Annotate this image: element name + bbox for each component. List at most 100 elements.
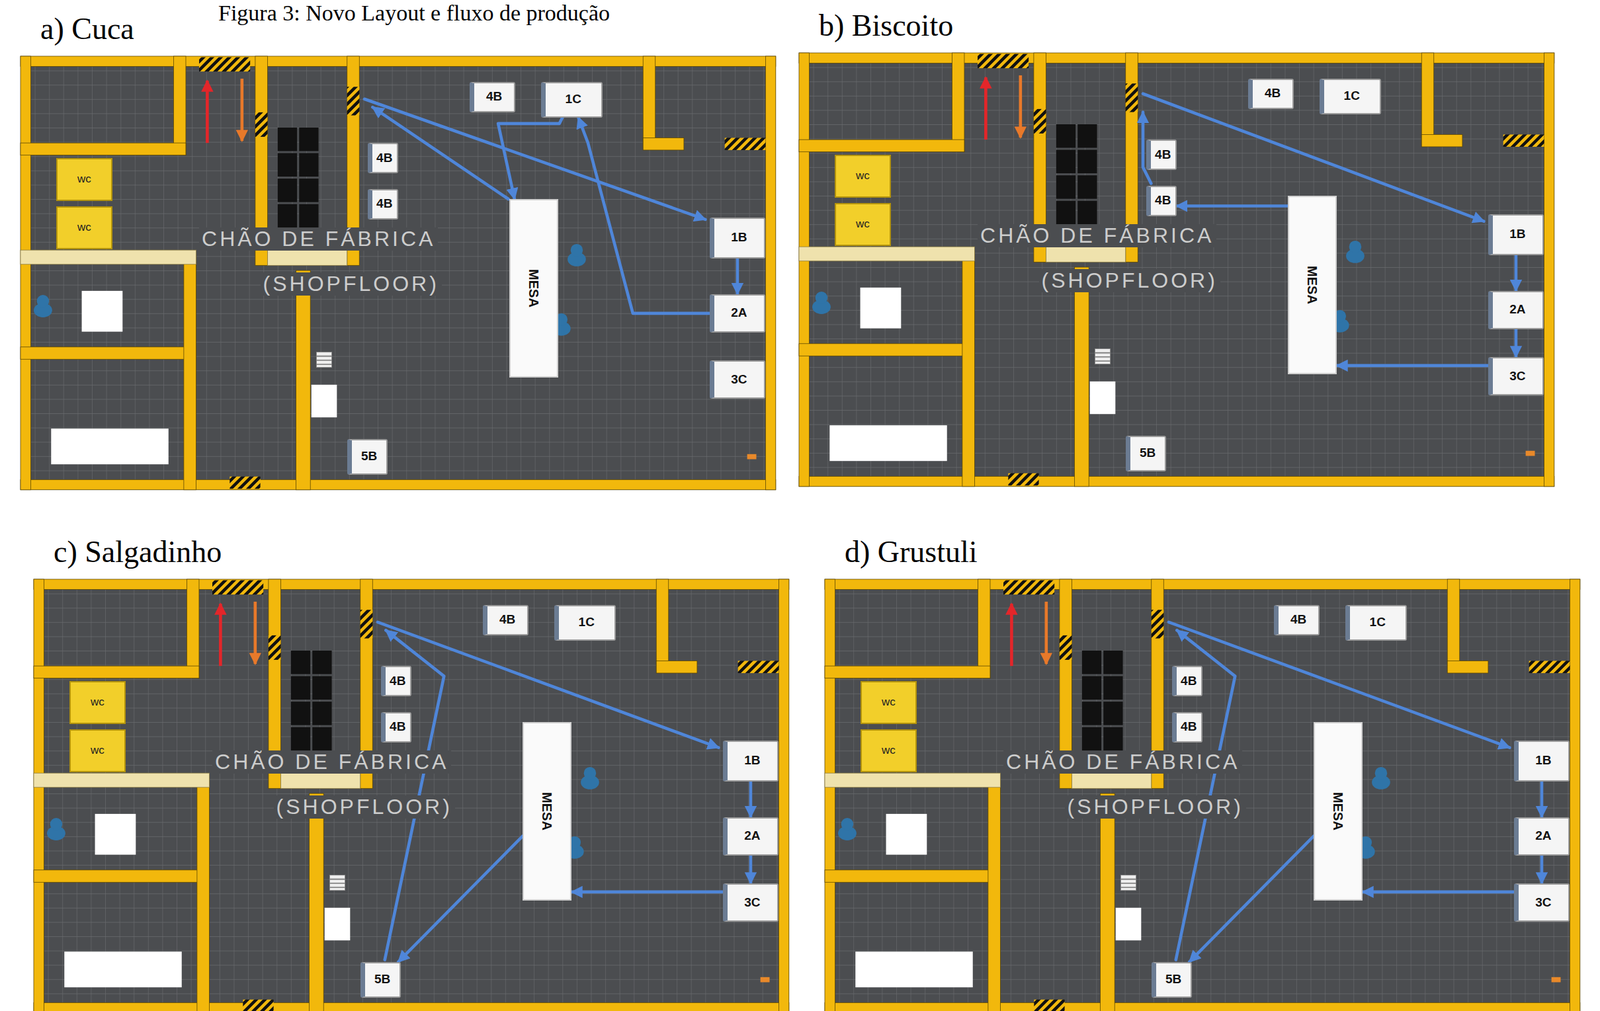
node-label: 4B (1264, 86, 1281, 101)
node-label: 1B (1535, 754, 1552, 768)
floor-plan-panel: 4B1Cwcwc4B4BMESA1B2A3C5Bc) SalgadinhoCHÃ… (33, 579, 790, 1011)
flow-arrow (1514, 329, 1518, 358)
node-label: wc (881, 696, 896, 710)
flow-arrow (498, 117, 563, 200)
machine-box: 1C (1319, 78, 1382, 115)
node-label: 3C (730, 373, 747, 387)
machine-box: 4B (380, 712, 412, 743)
panel-heading: c) Salgadinho (53, 534, 222, 570)
node-label: 1B (1509, 227, 1526, 242)
panel-plan (799, 52, 1555, 487)
node-label: 2A (730, 306, 747, 321)
machine-box: 4B (380, 666, 412, 697)
panel-heading: b) Biscoito (818, 7, 954, 43)
node-label: 4B (389, 674, 406, 689)
floor-plan-copy (824, 579, 1581, 1011)
wc-box: wc (69, 729, 126, 773)
node-label: 4B (376, 151, 393, 166)
machine-box: 5B (360, 962, 402, 999)
floor-plan-panel: 4B1Cwcwc4B4BMESA1B2A3C5Bd) GrustuliCHÃO … (824, 579, 1581, 1011)
figure-title: Figura 3: Novo Layout e fluxo de produçã… (218, 0, 610, 26)
flow-arrow (1362, 890, 1514, 895)
machine-box: 2A (1488, 291, 1545, 331)
flow-arrow (1176, 204, 1288, 208)
floor-plan-panel: 4B1Cwcwc4B4BMESA1B2A3C5Bb) BiscoitoCHÃO … (799, 52, 1555, 487)
floor-watermark: (SHOPFLOOR) (1064, 795, 1247, 819)
node-label: wc (855, 169, 870, 183)
flow-arrow (1189, 836, 1314, 963)
floor-watermark: (SHOPFLOOR) (1039, 269, 1221, 293)
machine-box: 4B (482, 605, 529, 636)
machine-box: 1C (541, 82, 603, 118)
node-label: 4B (1154, 148, 1171, 163)
node-label: 3C (1509, 369, 1526, 384)
machine-box: 3C (1514, 883, 1571, 923)
node-label: MESA (539, 792, 555, 831)
machine-box: 1C (554, 605, 616, 641)
node-label: 4B (389, 720, 406, 735)
wc-box: wc (860, 681, 917, 725)
machine-box: 4B (1248, 78, 1294, 110)
machine-box: 4B (1146, 139, 1177, 170)
floor-plan-panel: 4B1Cwcwc4B4BMESA1B2A3C5Ba) CucaCHÃO DE F… (20, 56, 776, 491)
node-label: MESA (1330, 792, 1346, 831)
node-label: 2A (1509, 302, 1526, 317)
node-label: 2A (744, 829, 760, 844)
table-box: MESA (1287, 195, 1337, 375)
machine-box: 4B (469, 82, 516, 113)
wc-box: wc (834, 203, 891, 247)
wc-box: wc (56, 206, 113, 250)
machine-box: 1B (709, 217, 766, 259)
connectors (398, 117, 1542, 963)
node-label: wc (90, 696, 105, 710)
floor-plan-copy (33, 579, 790, 1011)
node-label: wc (77, 173, 92, 186)
node-label: 5B (1165, 972, 1182, 987)
panel-plan (20, 56, 776, 491)
panel-plan (824, 579, 1581, 1011)
machine-box: 2A (722, 817, 780, 857)
node-label: 5B (374, 972, 391, 987)
machine-box: 3C (722, 883, 780, 923)
node-label: 1B (744, 754, 760, 768)
flow-arrow (1540, 781, 1544, 818)
flow-arrow (571, 890, 723, 895)
machine-box: 5B (347, 439, 389, 475)
floor-plan-copy (20, 56, 776, 491)
node-label: wc (881, 744, 896, 758)
machine-box: 4B (1146, 185, 1177, 217)
node-label: wc (77, 221, 92, 235)
node-label: 1C (565, 92, 582, 107)
door-flow (377, 622, 719, 961)
floor-plan-copy (799, 52, 1555, 487)
node-label: 4B (1180, 674, 1197, 689)
node-label: 5B (1139, 446, 1156, 461)
machine-box: 1B (1488, 214, 1545, 256)
node-label: 1C (1369, 615, 1386, 630)
node-label: 3C (744, 896, 760, 911)
flow-arrow (398, 836, 523, 963)
node-label: 4B (1180, 720, 1197, 735)
node-label: 4B (376, 197, 393, 211)
machine-box: 4B (1273, 605, 1320, 636)
machine-box: 4B (367, 142, 399, 174)
machine-box: 3C (709, 360, 766, 400)
wc-box: wc (56, 158, 113, 202)
machine-box: 4B (1172, 666, 1203, 697)
machine-box: 5B (1125, 435, 1167, 472)
node-label: MESA (526, 269, 542, 308)
machine-box: 4B (1172, 712, 1203, 743)
floor-watermark: CHÃO DE FÁBRICA (1003, 750, 1243, 774)
panel-heading: d) Grustuli (844, 534, 978, 570)
node-label: 5B (361, 449, 378, 464)
floor-watermark: CHÃO DE FÁBRICA (977, 224, 1217, 248)
node-label: 4B (1154, 193, 1171, 208)
machine-box: 2A (1514, 817, 1571, 857)
machine-box: 1B (722, 740, 780, 782)
wc-box: wc (834, 154, 891, 198)
door-flow (1168, 622, 1510, 961)
floor-watermark: CHÃO DE FÁBRICA (199, 227, 438, 251)
table-box: MESA (1313, 722, 1363, 901)
node-label: 2A (1535, 829, 1552, 844)
